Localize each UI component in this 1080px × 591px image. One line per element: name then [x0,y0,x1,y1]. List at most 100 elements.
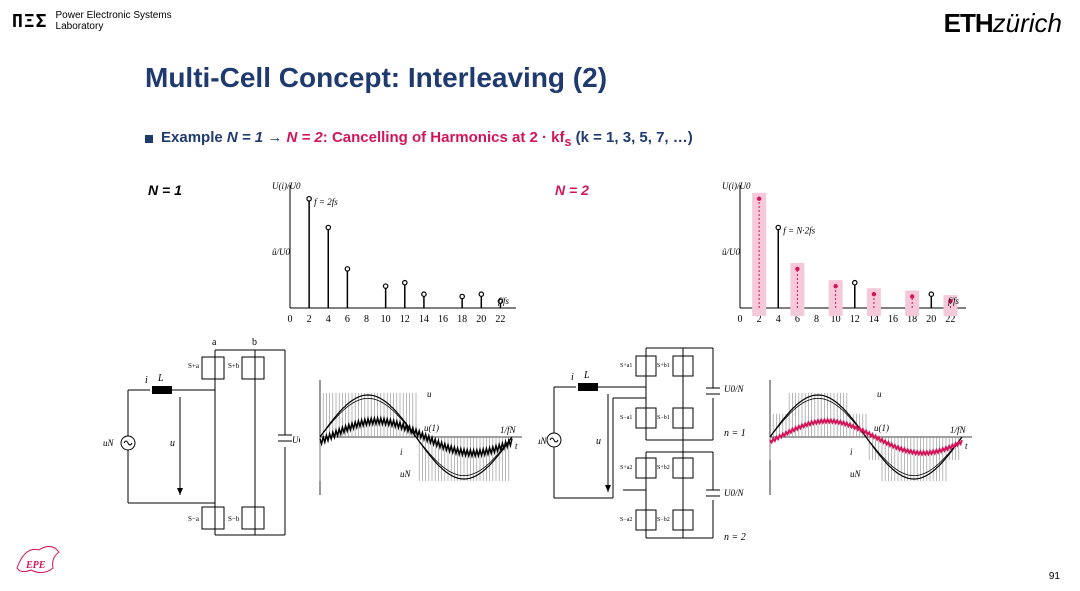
harmonic-point [421,291,427,298]
tick-label: 18 [907,314,917,325]
tick-label: 8 [814,314,819,325]
harmonic-point [401,279,408,286]
y-label-top: U(i)/U0 [272,181,301,191]
svg-text:S+a1: S+a1 [620,363,632,369]
circuit-n1: i L uN u a b UC S+a S+b S−a S−b [103,337,300,536]
tick-label: 0 [738,314,743,325]
label-un: uN [850,469,862,479]
eth-logo: ETHzürich [943,8,1062,38]
tick-label: 16 [438,314,448,325]
pes-logo: ΠΞΣ Power Electronic Systems Laboratory [12,10,172,32]
svg-text:b: b [252,337,257,348]
epe-logo: EPE [16,546,60,574]
svg-text:n = 1: n = 1 [724,428,746,439]
svg-text:a: a [212,337,217,348]
slide-title: Multi-Cell Concept: Interleaving (2) [145,62,608,93]
cancelled-harmonic-band [790,262,805,316]
tick-label: 20 [926,314,936,325]
annotation: f = 2fs [314,197,338,207]
tick-label: 6 [795,314,800,325]
svg-text:S+b: S+b [228,362,240,370]
tick-label: 4 [326,314,331,325]
tick-label: 10 [831,314,841,325]
svg-text:S−b2: S−b2 [657,517,670,523]
harmonic-point [871,292,877,297]
tick-label: 18 [457,314,467,325]
tick-label: 8 [364,314,369,325]
harmonic-point [459,293,465,300]
pes-logo-text: Power Electronic Systems Laboratory [55,10,172,32]
harmonic-point [909,294,915,299]
tick-label: 12 [400,314,410,325]
y-label-mid: û/U0 [722,247,741,257]
svg-text:S−a: S−a [188,515,200,523]
tick-label: 14 [869,314,879,325]
harmonic-point [795,266,800,272]
harmonic-point [497,298,504,304]
svg-text:u: u [170,438,175,449]
harmonic-point [382,283,389,289]
svg-text:S−a1: S−a1 [620,415,632,421]
bullet-square-icon [145,135,153,143]
label-period: 1/fN [950,425,967,435]
svg-text:uN: uN [538,436,548,446]
svg-text:u: u [596,436,601,447]
svg-text:S+a2: S+a2 [620,465,632,471]
harmonic-point [306,195,312,202]
tick-label: 20 [476,314,486,325]
label-t: t [515,441,518,451]
harmonic-point [948,298,953,304]
harmonic-point [344,266,351,272]
current-curve [769,417,963,457]
harmonic-point [928,291,935,298]
harmonic-point [478,291,485,298]
pes-logo-mark: ΠΞΣ [12,10,48,32]
label-t: t [965,441,968,451]
tick-label: 16 [888,314,898,325]
harmonic-point [756,196,762,201]
svg-text:L: L [157,373,164,384]
svg-text:S−a2: S−a2 [620,517,632,523]
tick-label: 2 [757,314,762,325]
fundamental-curve [319,398,513,476]
svg-text:uN: uN [103,438,115,448]
label-u: u [427,389,432,399]
harmonic-point [325,224,332,231]
annotation: f = N·2fs [783,226,815,236]
page-number: 91 [1048,571,1060,582]
label-n2: N = 2 [555,182,589,198]
svg-text:i: i [145,375,148,386]
tick-label: 10 [381,314,391,325]
svg-text:L: L [583,370,590,381]
svg-text:U0/N: U0/N [724,488,745,498]
tick-label: 14 [419,314,429,325]
svg-text:UC: UC [292,435,300,445]
y-label-mid: û/U0 [272,247,291,257]
svg-text:S−b: S−b [228,515,240,523]
tick-label: 0 [288,314,293,325]
label-i: i [400,447,403,457]
circuit-n2: i L uN u U0/N U0/N n = 1 n = 2 S+a1 S+b1… [538,347,746,543]
y-label-top: U(i)/U0 [722,181,751,191]
label-i: i [850,447,853,457]
tick-label: 22 [945,314,955,325]
cancelled-harmonic-band [943,295,958,316]
label-un: uN [400,469,412,479]
harmonic-point [833,283,838,289]
label-period: 1/fN [500,425,517,435]
svg-text:n = 2: n = 2 [724,532,746,543]
svg-text:EPE: EPE [25,560,46,571]
svg-text:S+a: S+a [188,362,200,370]
tick-label: 22 [495,314,505,325]
tick-label: 2 [307,314,312,325]
x-label: f/fs [948,296,960,306]
label-u: u [877,389,882,399]
tick-label: 4 [776,314,781,325]
harmonic-point [775,224,782,231]
svg-text:i: i [571,372,574,383]
tick-label: 6 [345,314,350,325]
